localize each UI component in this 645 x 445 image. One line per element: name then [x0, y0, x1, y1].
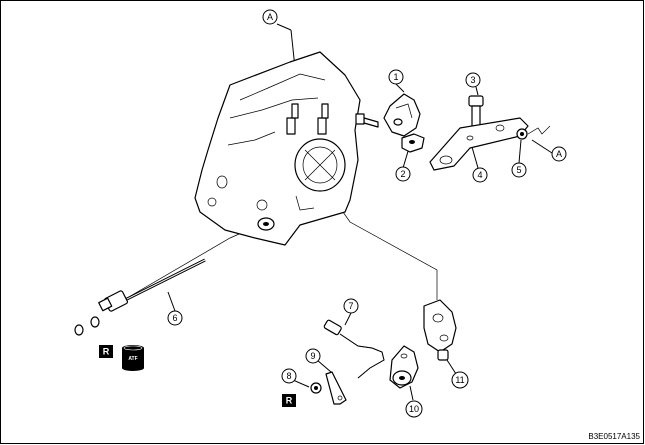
callout-11: 11: [451, 371, 469, 389]
svg-text:1: 1: [393, 72, 398, 82]
part-9-link: [325, 371, 347, 405]
svg-text:2: 2: [400, 169, 405, 179]
o-rings: [74, 316, 100, 336]
part-6-cable: [98, 258, 206, 312]
atf-label: ATF: [128, 356, 137, 362]
svg-text:6: 6: [172, 313, 177, 323]
callout-3: 3: [465, 72, 481, 88]
transaxle-case: [194, 51, 361, 246]
part-4-lever: [429, 117, 529, 171]
atf-bottle-icon: [122, 345, 144, 371]
figure-code: B3E0517A135: [588, 432, 640, 441]
callout-2: 2: [395, 166, 411, 182]
replace-badge-bottom: R: [282, 394, 296, 407]
svg-text:A: A: [556, 149, 562, 159]
svg-text:9: 9: [310, 351, 315, 361]
callout-a-top: A: [262, 9, 278, 25]
callout-9: 9: [305, 348, 321, 364]
svg-text:3: 3: [470, 75, 475, 85]
svg-text:R: R: [286, 396, 293, 406]
svg-text:R: R: [103, 347, 110, 357]
svg-text:8: 8: [286, 371, 291, 381]
svg-text:11: 11: [455, 375, 464, 385]
replace-badge-left: R: [99, 345, 113, 358]
callout-5: 5: [511, 162, 527, 178]
callout-a-right: A: [551, 146, 567, 162]
callout-8: 8: [281, 368, 297, 384]
part-1-bracket: [355, 93, 421, 137]
svg-text:4: 4: [477, 170, 482, 180]
svg-text:7: 7: [348, 301, 353, 311]
part-2-nut: [401, 133, 425, 153]
part-11-bracket: [423, 299, 457, 361]
callout-6: 6: [167, 310, 183, 326]
callout-10: 10: [405, 400, 423, 418]
callout-4: 4: [472, 167, 488, 183]
part-10-switch: [389, 345, 419, 389]
svg-text:10: 10: [409, 404, 419, 414]
callout-1: 1: [388, 69, 404, 85]
svg-text:5: 5: [516, 165, 521, 175]
part-7-pin-cable: [323, 319, 385, 379]
part-5-nut: [516, 125, 551, 140]
part-3-bolt: [468, 95, 484, 129]
svg-text:A: A: [267, 12, 273, 22]
callout-7: 7: [343, 298, 359, 314]
part-8-washer: [310, 382, 322, 394]
